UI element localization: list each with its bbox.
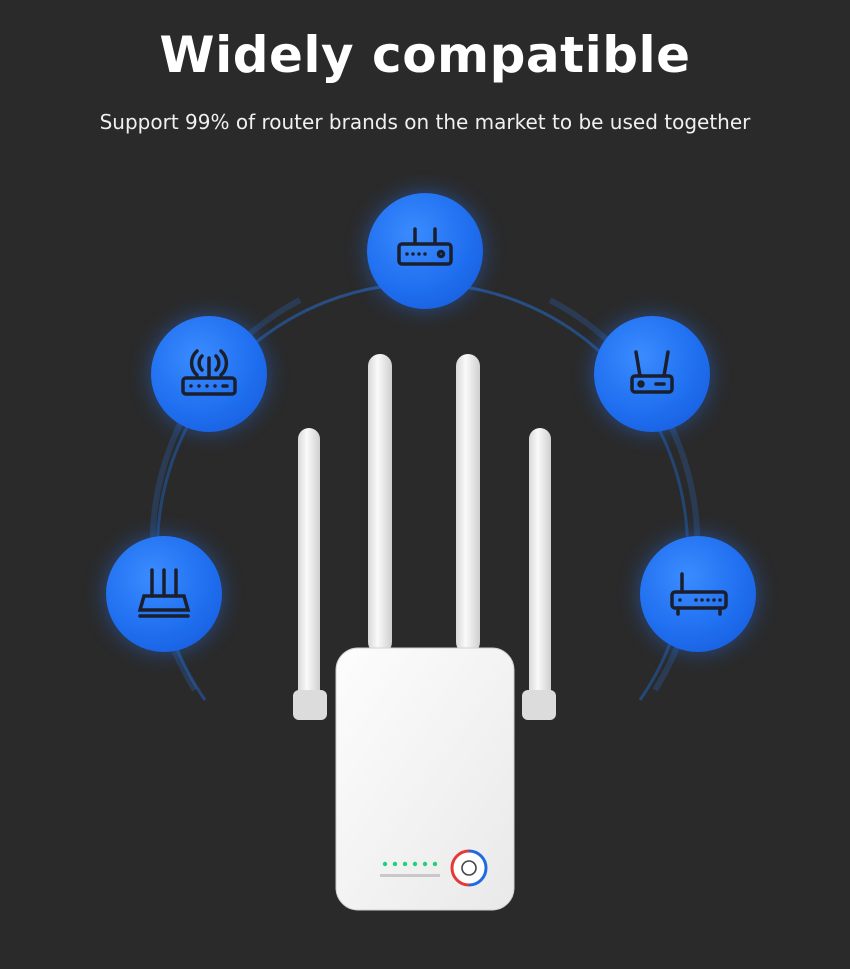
page-title: Widely compatible <box>159 26 691 84</box>
antenna-outer-left <box>293 428 327 720</box>
wps-button-icon <box>450 849 488 887</box>
router-three-antenna-icon <box>106 536 222 652</box>
router-single-antenna-icon <box>640 536 756 652</box>
router-two-antenna-icon <box>594 316 710 432</box>
router-flat-icon <box>367 193 483 309</box>
antenna-inner-right <box>456 354 480 654</box>
antenna-outer-right <box>522 428 556 720</box>
antenna-inner-left <box>368 354 392 654</box>
router-wifi-icon <box>151 316 267 432</box>
led-indicators <box>380 861 440 877</box>
page-subtitle: Support 99% of router brands on the mark… <box>99 110 751 134</box>
